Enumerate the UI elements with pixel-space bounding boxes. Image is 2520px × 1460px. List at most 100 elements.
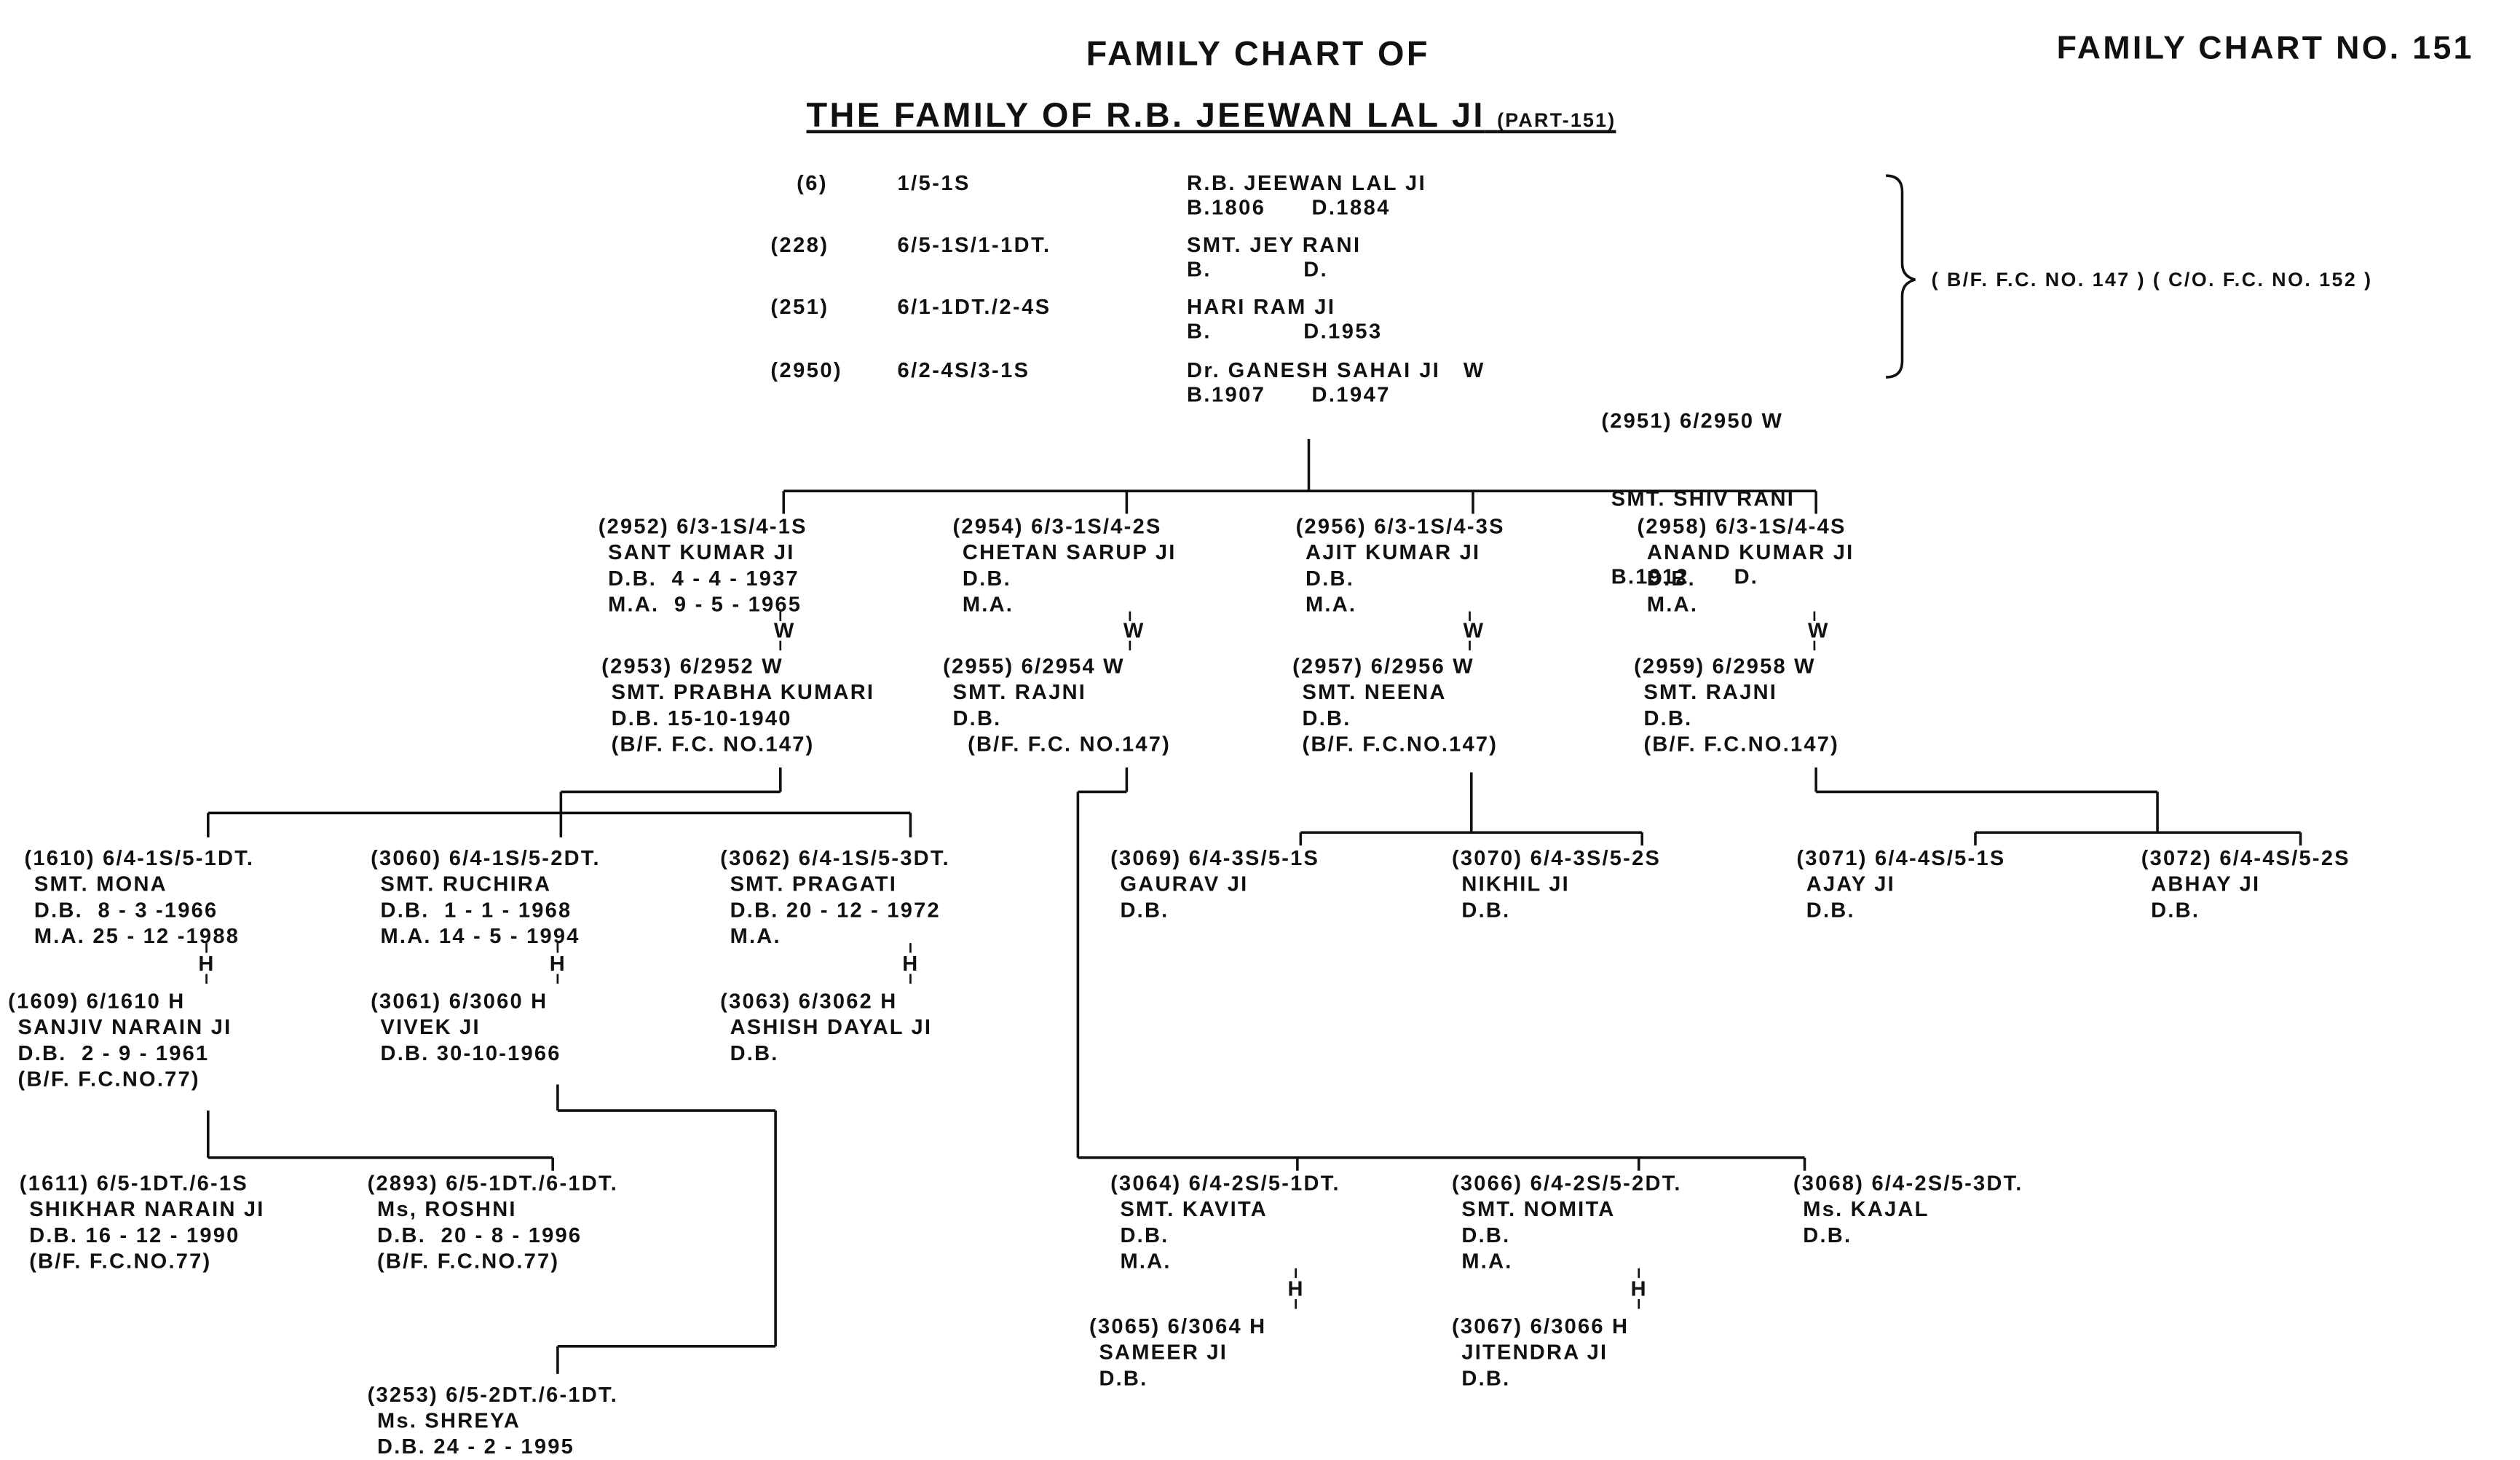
- member-line: Ms. SHREYA: [377, 1408, 521, 1433]
- member-line: AJIT KUMAR JI: [1306, 540, 1481, 564]
- ancestor-dates: B. D.: [1187, 256, 1329, 282]
- member-line: D.B.: [1461, 1223, 1511, 1247]
- wife-marker: W: [773, 617, 794, 642]
- ancestor-code: 1/5-1S: [897, 170, 971, 195]
- member-line: (B/F. F.C. NO.147): [952, 731, 1172, 757]
- member-header: (2956) 6/3-1S/4-3S: [1295, 513, 1505, 539]
- ancestor-id: (2950): [770, 358, 843, 382]
- member-line: ASHISH DAYAL JI: [730, 1014, 933, 1039]
- member-line: D.B. 4 - 4 - 1937: [608, 566, 799, 591]
- ancestor-name: R.B. JEEWAN LAL JI: [1187, 170, 1427, 195]
- ancestor-code: 6/5-1S/1-1DT.: [897, 232, 1051, 257]
- member-line: M.A.: [1306, 591, 1357, 617]
- member-header: (1611) 6/5-1DT./6-1S: [19, 1170, 248, 1196]
- member-line: SMT. RUCHIRA: [380, 871, 552, 896]
- member-line: (B/F. F.C.NO.147): [1302, 731, 1498, 757]
- member-header: (2952) 6/3-1S/4-1S: [598, 513, 807, 539]
- member-line: GAURAV JI: [1120, 871, 1249, 896]
- member-line: SMT. NOMITA: [1461, 1196, 1616, 1221]
- member-line: D.B. 2 - 9 - 1961: [17, 1041, 210, 1065]
- husband-marker: H: [902, 951, 918, 976]
- ancestor-name: Dr. GANESH SAHAI JI W: [1187, 358, 1485, 382]
- chart-subtitle: THE FAMILY OF R.B. JEEWAN LAL JI (PART-1…: [807, 98, 1616, 137]
- member-line: AJAY JI: [1806, 871, 1895, 896]
- member-line: D.B.: [1099, 1365, 1148, 1391]
- member-line: D.B.: [1120, 1223, 1169, 1247]
- member-line: D.B.: [1803, 1223, 1852, 1247]
- member-line: VIVEK JI: [380, 1014, 481, 1039]
- ancestor-id: (251): [770, 294, 829, 319]
- member-header: (3071) 6/4-4S/5-1S: [1796, 845, 2006, 870]
- chart-number: FAMILY CHART NO. 151: [2056, 31, 2474, 67]
- husband-marker: H: [549, 951, 565, 976]
- member-line: SAMEER JI: [1099, 1339, 1228, 1365]
- member-line: D.B.: [1461, 1365, 1511, 1391]
- member-line: SANT KUMAR JI: [608, 540, 795, 564]
- wife-marker: W: [1123, 617, 1144, 642]
- member-line: D.B.: [1646, 566, 1696, 591]
- member-line: D.B. 24 - 2 - 1995: [377, 1434, 574, 1459]
- member-header: (3253) 6/5-2DT./6-1DT.: [367, 1381, 619, 1407]
- member-header: (3065) 6/3064 H: [1089, 1314, 1267, 1338]
- husband-marker: H: [1287, 1276, 1303, 1301]
- member-line: (B/F. F.C. NO.147): [611, 731, 815, 757]
- member-line: D.B.: [1643, 706, 1693, 730]
- member-line: SMT. RAJNI: [1643, 679, 1778, 704]
- chart-title: FAMILY CHART OF: [1086, 36, 1430, 74]
- member-line: D.B. 8 - 3 -1966: [33, 897, 218, 923]
- member-header: (2954) 6/3-1S/4-2S: [952, 513, 1162, 539]
- member-line: D.B. 1 - 1 - 1968: [380, 897, 572, 923]
- member-line: SHIKHAR NARAIN JI: [29, 1196, 265, 1221]
- wife-marker: W: [1463, 617, 1484, 642]
- member-line: M.A.: [1120, 1248, 1172, 1274]
- member-line: D.B.: [1302, 706, 1351, 730]
- member-line: D.B.: [730, 1041, 779, 1065]
- member-header: (3069) 6/4-3S/5-1S: [1110, 845, 1320, 870]
- member-line: M.A. 9 - 5 - 1965: [608, 591, 802, 617]
- member-header: (3068) 6/4-2S/5-3DT.: [1793, 1170, 2023, 1196]
- member-line: (B/F. F.C.NO.147): [1643, 731, 1840, 757]
- member-line: D.B. 20 - 12 - 1972: [730, 897, 941, 923]
- member-header: (3072) 6/4-4S/5-2S: [2141, 845, 2350, 870]
- member-line: D.B.: [1306, 566, 1355, 591]
- member-header: (1610) 6/4-1S/5-1DT.: [24, 845, 255, 870]
- member-line: SMT. PRABHA KUMARI: [611, 679, 875, 704]
- member-line: D.B.: [1461, 897, 1511, 923]
- member-header: (3061) 6/3060 H: [371, 988, 548, 1014]
- member-header: (3064) 6/4-2S/5-1DT.: [1110, 1170, 1340, 1196]
- subtitle-part: (PART-151): [1497, 108, 1616, 132]
- member-header: (1609) 6/1610 H: [8, 988, 186, 1014]
- member-header: (2953) 6/2952 W: [601, 653, 783, 679]
- member-line: ABHAY JI: [2151, 871, 2261, 896]
- member-line: D.B. 20 - 8 - 1996: [377, 1223, 582, 1247]
- member-line: ANAND KUMAR JI: [1646, 540, 1855, 564]
- member-line: D.B. 16 - 12 - 1990: [29, 1223, 240, 1247]
- member-line: D.B.: [1120, 897, 1169, 923]
- member-header: (2951) 6/2950 W: [1601, 408, 1784, 433]
- ancestor-id: (6): [797, 170, 828, 195]
- member-header: (2958) 6/3-1S/4-4S: [1637, 513, 1846, 539]
- member-line: D.B. 15-10-1940: [611, 706, 792, 730]
- ancestor-dates: B.1907 D.1947: [1187, 382, 1391, 407]
- husband-marker: H: [1630, 1276, 1646, 1301]
- member-line: (B/F. F.C.NO.77): [17, 1066, 200, 1092]
- ancestor-code: 6/2-4S/3-1S: [897, 358, 1030, 382]
- member-line: (B/F. F.C.NO.77): [29, 1248, 212, 1274]
